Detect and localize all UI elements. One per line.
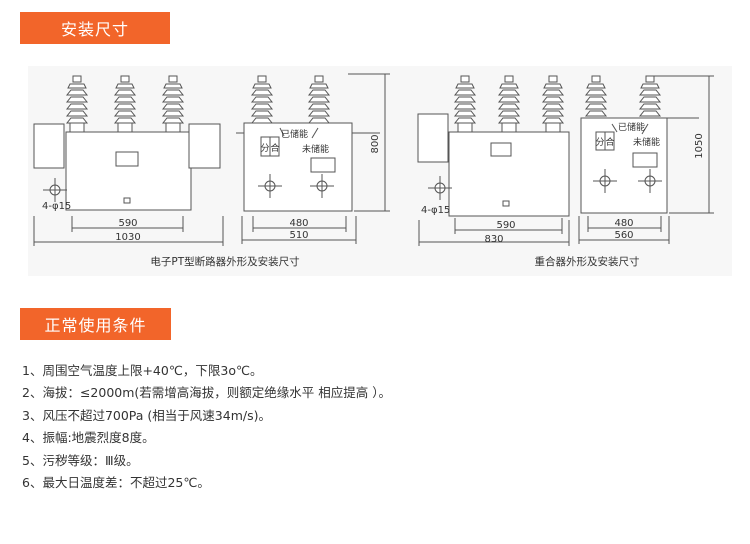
right-dim-590: 590 [496, 220, 515, 231]
right-label-fen: 分 [595, 137, 604, 148]
section-title-install-text: 安装尺寸 [60, 20, 129, 39]
right-dim-830: 830 [484, 234, 503, 245]
left-label-charged: 已储能 [281, 128, 308, 140]
left-dim-1030: 1030 [115, 232, 140, 243]
right-dim-480: 480 [614, 218, 633, 229]
right-label-he: 合 [605, 136, 614, 148]
installation-drawings: 4-φ15 590 1030 [28, 66, 732, 276]
conditions-list: 1、周围空气温度上限+40℃，下限3o℃。 2、海拔：≤2000m(若需增高海拔… [22, 360, 391, 494]
left-label-fen: 分 [260, 143, 269, 154]
left-dim-590: 590 [118, 218, 137, 229]
right-front-view [417, 75, 570, 246]
condition-item: 4、振幅:地震烈度8度。 [22, 430, 155, 446]
right-label-uncharged: 未储能 [633, 136, 660, 148]
condition-item: 3、风压不超过700Pa (相当于风速34m/s)。 [22, 407, 271, 423]
right-caption: 重合器外形及安装尺寸 [535, 255, 640, 268]
left-side-view [236, 73, 390, 244]
section-title-install: 安装尺寸 [20, 12, 170, 44]
condition-item: 6、最大日温度差：不超过25℃。 [22, 475, 210, 491]
left-label-uncharged: 未储能 [302, 143, 329, 155]
right-side-view [578, 75, 714, 244]
left-dim-510: 510 [289, 230, 308, 241]
right-dim-560: 560 [614, 230, 633, 241]
condition-item: 2、海拔：≤2000m(若需增高海拔，则额定绝缘水平 相应提高 ）。 [22, 385, 391, 401]
left-label-he: 合 [270, 142, 279, 154]
right-dim-1050: 1050 [694, 133, 705, 158]
left-dim-800: 800 [370, 134, 381, 153]
condition-item: 5、污秽等级：Ⅲ级。 [22, 452, 139, 468]
left-caption: 电子PT型断路器外形及安装尺寸 [150, 255, 299, 268]
left-front-view [33, 75, 224, 246]
installation-drawings-svg: 4-φ15 590 1030 [28, 66, 732, 276]
right-hole-label: 4-φ15 [421, 205, 450, 216]
right-label-charged: 已储能 [618, 121, 645, 133]
condition-item: 1、周围空气温度上限+40℃，下限3o℃。 [22, 363, 263, 378]
section-title-usage: 正常使用条件 [20, 308, 171, 340]
left-hole-label: 4-φ15 [42, 201, 71, 212]
left-dim-480: 480 [289, 218, 308, 229]
section-title-usage-text: 正常使用条件 [44, 316, 147, 335]
